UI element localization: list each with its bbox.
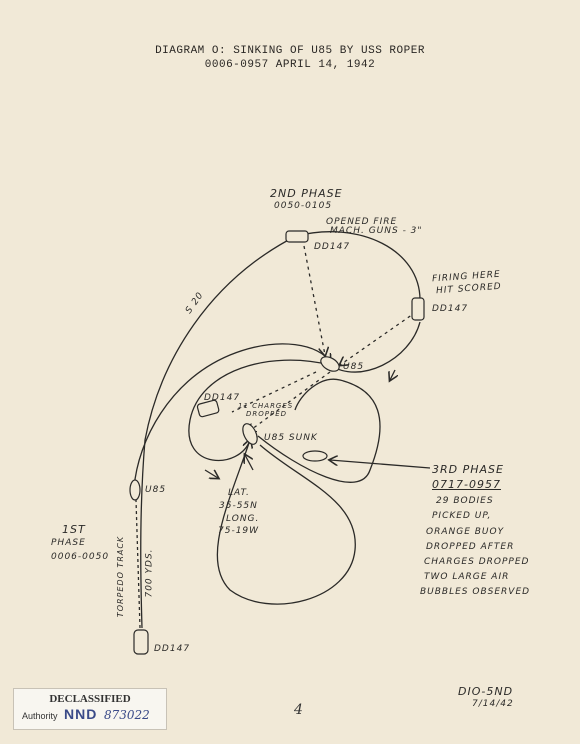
ship-dd147-left: [196, 399, 220, 418]
ship-dd147-bottom: [133, 629, 149, 655]
signature-date: 7/14/42: [472, 699, 514, 709]
buoy-marker: [302, 450, 328, 462]
firing-line-2: [340, 311, 417, 365]
dropped-label: DROPPED: [246, 410, 288, 418]
third-phase-loop: [216, 439, 356, 605]
ship-dd147-right: [411, 297, 425, 321]
firing-line-1: [303, 245, 325, 355]
torpedo-track-line: [135, 499, 141, 629]
phase2-title: 2ND PHASE: [270, 187, 343, 200]
torpedo-track-label: TORPEDO TRACK: [116, 535, 126, 618]
u85-left-label: U85: [145, 485, 167, 495]
dd147-left-label: DD147: [204, 393, 241, 403]
charges-label: 11 CHARGES: [238, 402, 294, 410]
opened-fire-label: OPENED FIRE: [326, 217, 398, 227]
firing-line-3: [248, 371, 331, 432]
latitude-label: LAT.: [228, 488, 250, 498]
page-number: 4: [294, 702, 303, 718]
phase1-time: 0006-0050: [51, 552, 110, 562]
dd147-track-second-loop: [257, 378, 381, 483]
ship-u85-mid: [320, 356, 340, 372]
phase3-line-1: 29 BODIES: [436, 496, 494, 506]
signature-code: DIO-5ND: [458, 685, 514, 698]
dd147-right-label: DD147: [432, 304, 469, 314]
u85-track: [133, 343, 330, 489]
u85-sunk-label: U85 SUNK: [264, 433, 318, 443]
u85-mid-label: U85: [343, 362, 365, 372]
phase3-line-3: ORANGE BUOY: [426, 527, 505, 537]
longitude-label: LONG.: [226, 514, 260, 524]
stamp-header: DECLASSIFIED: [49, 693, 131, 705]
stamp-code: NND: [64, 706, 98, 722]
phase3-line-5: CHARGES DROPPED: [424, 557, 530, 567]
phase3-line-4: DROPPED AFTER: [426, 542, 515, 552]
phase3-time: 0717-0957: [432, 478, 501, 491]
dd147-top-label: DD147: [314, 242, 351, 252]
phase2-time: 0050-0105: [274, 201, 333, 211]
diagram-title: DIAGRAM O: SINKING OF U85 BY USS ROPER: [155, 45, 425, 57]
declassified-stamp: DECLASSIFIED Authority NND 873022: [13, 688, 167, 730]
stamp-authority: Authority: [22, 711, 58, 721]
machine-guns-label: MACH. GUNS - 3": [330, 226, 423, 236]
phase3-line-6: TWO LARGE AIR: [424, 572, 510, 582]
dd147-track-loop: [188, 321, 421, 462]
stamp-number: 873022: [104, 708, 150, 722]
ship-dd147-top: [285, 230, 309, 243]
ship-u85-left: [129, 479, 141, 501]
ship-u85-sunk: [242, 423, 258, 445]
dd147-bottom-label: DD147: [154, 644, 191, 654]
longitude-value: 75-19W: [218, 526, 260, 536]
dd147-track: [140, 231, 421, 629]
phase1-title: 1ST: [62, 523, 86, 536]
phase3-title: 3RD PHASE: [432, 463, 504, 476]
latitude-value: 35-55N: [219, 501, 258, 511]
diagram-subtitle: 0006-0957 APRIL 14, 1942: [204, 59, 376, 71]
yards-label: 700 YDS.: [144, 548, 155, 598]
phase3-line-2: PICKED UP,: [432, 511, 492, 521]
phase3-line-7: BUBBLES OBSERVED: [420, 587, 531, 597]
phase1-label: PHASE: [51, 538, 86, 548]
